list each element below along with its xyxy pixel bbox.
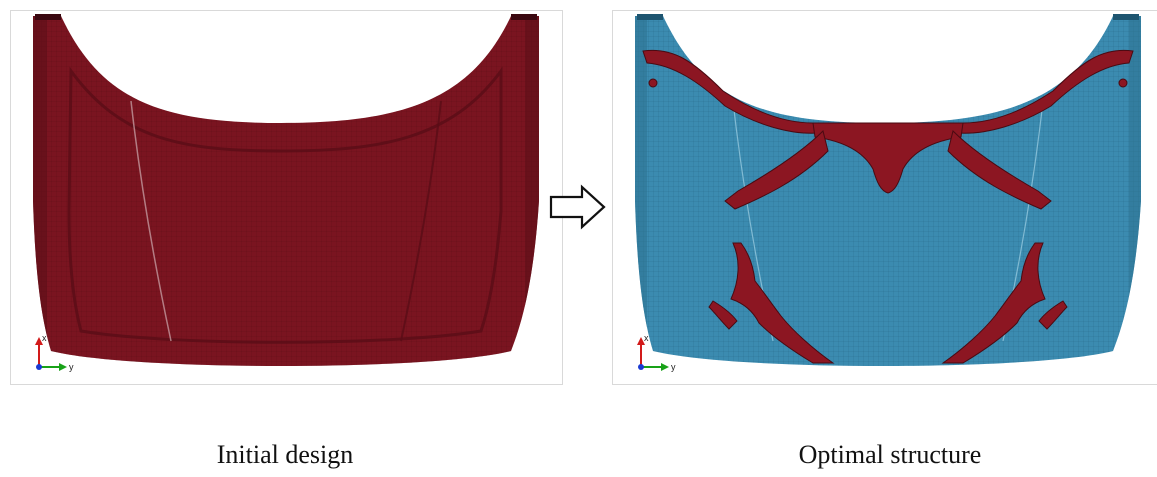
transform-arrow-icon (549, 184, 606, 230)
optimal-structure-caption: Optimal structure (798, 440, 982, 469)
triad-horizontal-label: y (671, 362, 676, 372)
coordinate-triad: x y (35, 333, 74, 372)
reinforcement-structure (642, 49, 1134, 364)
hood-shape (33, 14, 539, 366)
triad-vertical-label: x (42, 333, 47, 343)
initial-design-caption: Initial design (216, 440, 354, 469)
initial-design-panel: x y (10, 10, 563, 385)
optimal-structure-figure: x y (635, 14, 1141, 372)
coordinate-triad: x y (637, 333, 676, 372)
triad-vertical-label: x (644, 333, 649, 343)
triad-horizontal-label: y (69, 362, 74, 372)
optimal-structure-panel: x y (612, 10, 1157, 385)
initial-design-figure: x y (33, 14, 539, 372)
